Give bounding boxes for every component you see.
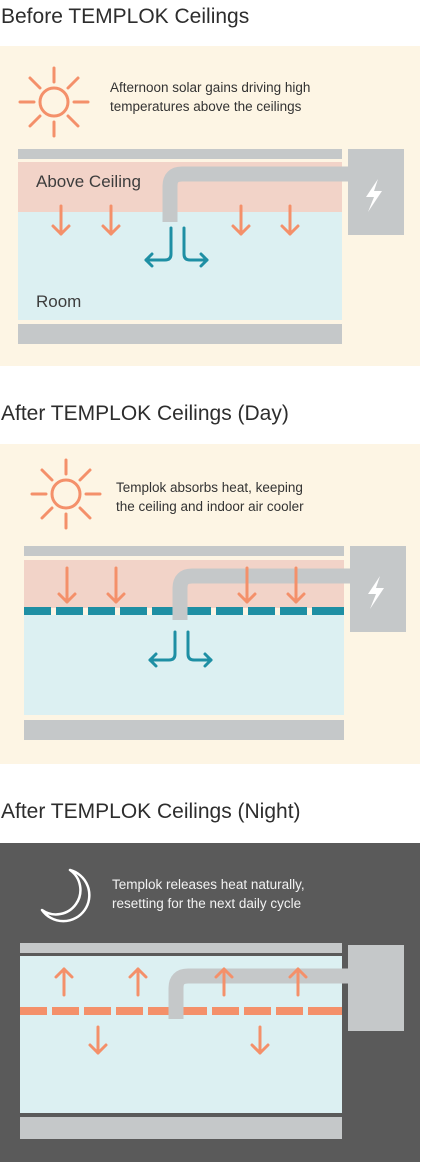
moon-icon — [40, 868, 91, 923]
day-caption: Templok absorbs heat, keeping the ceilin… — [116, 478, 304, 516]
before-panel: Afternoon solar gains driving high tempe… — [0, 46, 420, 366]
arrow-down-icon — [106, 566, 126, 604]
lower-slab — [18, 324, 342, 344]
before-caption-line-1: Afternoon solar gains driving high — [110, 80, 311, 95]
day-caption-line-2: the ceiling and indoor air cooler — [116, 499, 304, 514]
before-heading: Before TEMPLOK Ceilings — [1, 5, 250, 28]
arrow-down-icon — [231, 204, 251, 236]
day-caption-line-1: Templok absorbs heat, keeping — [116, 480, 303, 495]
room-zone — [24, 615, 344, 715]
lower-slab — [24, 720, 344, 740]
day-diagram — [24, 458, 406, 740]
night-diagram — [20, 868, 404, 1139]
split-arrows-icon — [148, 630, 213, 668]
night-caption-line-2: resetting for the next daily cycle — [112, 896, 302, 911]
sun-icon — [30, 458, 102, 530]
before-caption-line-2: temperatures above the ceilings — [110, 99, 302, 114]
arrow-down-icon — [286, 566, 306, 604]
hvac-duct — [162, 166, 350, 222]
arrow-up-icon — [288, 967, 308, 997]
arrow-down-icon — [51, 204, 71, 236]
room-label: Room — [36, 292, 82, 311]
hvac-unit — [348, 945, 404, 1031]
hvac-duct — [168, 968, 350, 1019]
night-caption-line-1: Templok releases heat naturally, — [112, 877, 305, 892]
split-arrows-icon — [144, 226, 209, 268]
arrow-up-icon — [54, 967, 74, 997]
hvac-duct — [172, 568, 350, 620]
arrow-up-icon — [128, 967, 148, 997]
arrow-up-icon — [214, 967, 234, 997]
upper-slab — [24, 546, 344, 556]
templok-layer — [24, 607, 344, 615]
arrow-down-icon — [57, 566, 77, 604]
sun-icon — [18, 66, 90, 138]
upper-slab — [18, 149, 342, 159]
arrow-down-icon — [237, 566, 257, 604]
before-caption: Afternoon solar gains driving high tempe… — [110, 78, 310, 116]
night-panel: Templok releases heat naturally, resetti… — [0, 843, 420, 1162]
day-panel: Templok absorbs heat, keeping the ceilin… — [0, 444, 420, 764]
day-heading: After TEMPLOK Ceilings (Day) — [1, 402, 289, 425]
night-heading: After TEMPLOK Ceilings (Night) — [1, 800, 301, 823]
arrow-down-icon — [250, 1025, 270, 1055]
before-diagram — [18, 66, 404, 344]
arrow-down-icon — [280, 204, 300, 236]
lightning-icon — [366, 179, 382, 212]
arrow-down-icon — [88, 1025, 108, 1055]
upper-slab — [20, 943, 342, 953]
lower-slab — [20, 1117, 342, 1139]
above-ceiling-label: Above Ceiling — [36, 172, 141, 191]
night-caption: Templok releases heat naturally, resetti… — [112, 875, 305, 913]
lightning-icon — [368, 576, 384, 609]
arrow-down-icon — [101, 204, 121, 236]
templok-layer — [20, 1007, 342, 1015]
